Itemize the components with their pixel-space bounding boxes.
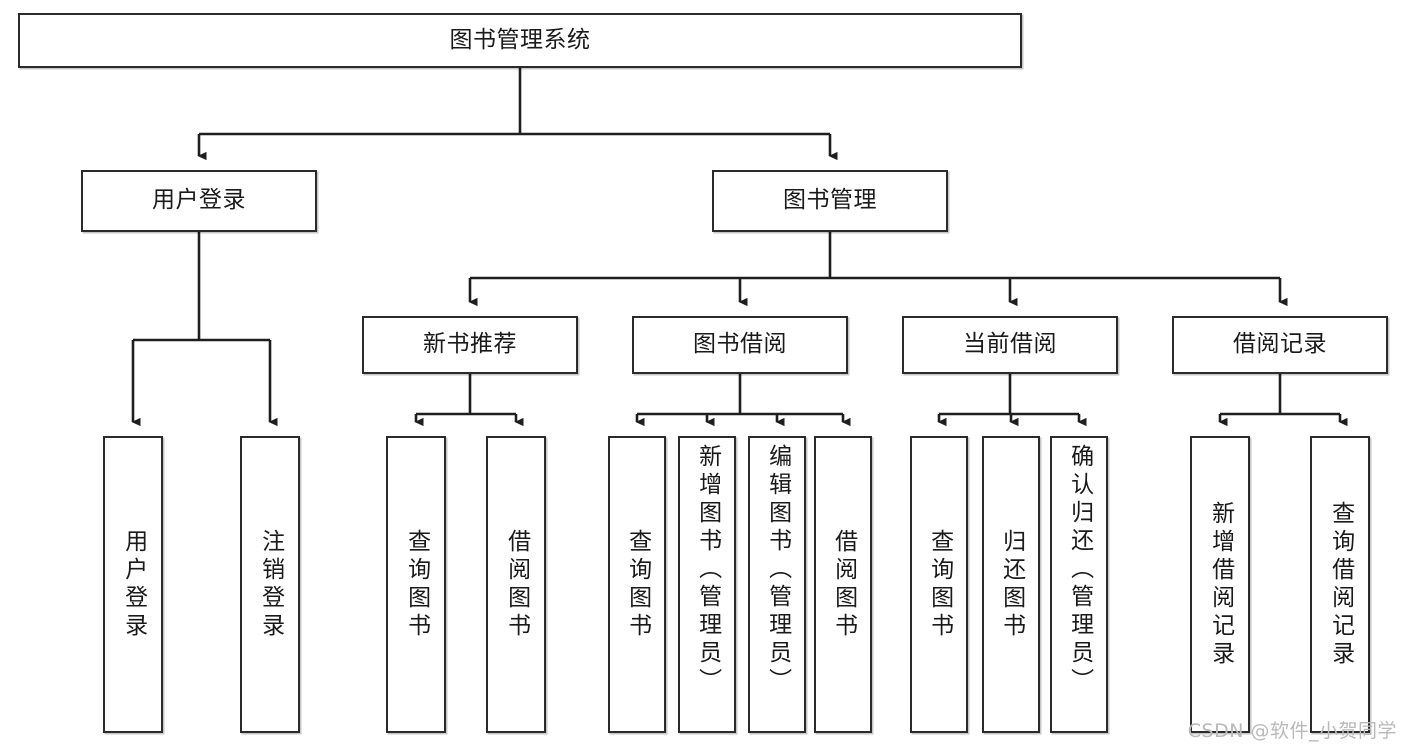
node-label: 查询借阅记录 xyxy=(1327,500,1354,669)
node-label: 用户登录 xyxy=(120,528,147,641)
leaf-node-edit-book-admin[interactable]: 编辑图书（管理员） xyxy=(748,436,806,733)
leaf-node-query-book-borrow[interactable]: 查询图书 xyxy=(608,436,666,733)
node-borrowing-record[interactable]: 借阅记录 xyxy=(1172,316,1388,374)
node-label: 查询图书 xyxy=(926,528,953,641)
leaf-node-query-book-current[interactable]: 查询图书 xyxy=(910,436,968,733)
node-label: 用户登录 xyxy=(152,187,246,214)
leaf-node-borrow-book-recommend[interactable]: 借阅图书 xyxy=(486,436,546,733)
leaf-node-query-book-recommend[interactable]: 查询图书 xyxy=(386,436,446,733)
leaf-node-query-borrow-record[interactable]: 查询借阅记录 xyxy=(1310,436,1370,733)
watermark-text: CSDN @软件_小贺同学 xyxy=(1187,720,1397,742)
leaf-node-borrow-book[interactable]: 借阅图书 xyxy=(814,436,872,733)
node-label: 注销登录 xyxy=(257,528,284,641)
node-label: 查询图书 xyxy=(403,528,430,641)
node-label: 图书管理 xyxy=(783,187,877,214)
node-label: 查询图书 xyxy=(624,528,651,641)
node-book-management[interactable]: 图书管理 xyxy=(712,170,948,232)
node-label: 编辑图书（管理员） xyxy=(764,444,791,696)
node-label: 新增图书（管理员） xyxy=(694,444,721,696)
leaf-node-confirm-return-admin[interactable]: 确认归还（管理员） xyxy=(1050,436,1108,733)
node-root-book-management-system[interactable]: 图书管理系统 xyxy=(18,13,1022,68)
node-label: 归还图书 xyxy=(998,528,1025,641)
node-new-book-recommendation[interactable]: 新书推荐 xyxy=(362,316,578,374)
leaf-node-add-book-admin[interactable]: 新增图书（管理员） xyxy=(678,436,736,733)
leaf-node-user-login[interactable]: 用户登录 xyxy=(103,436,163,733)
node-label: 借阅记录 xyxy=(1233,331,1327,358)
node-label: 新增借阅记录 xyxy=(1207,500,1234,669)
node-label: 借阅图书 xyxy=(503,528,530,641)
leaf-node-logout[interactable]: 注销登录 xyxy=(240,436,300,733)
node-label: 借阅图书 xyxy=(830,528,857,641)
node-book-borrowing[interactable]: 图书借阅 xyxy=(632,316,848,374)
node-label: 新书推荐 xyxy=(423,331,517,358)
node-user-login[interactable]: 用户登录 xyxy=(81,170,317,232)
node-label: 图书管理系统 xyxy=(449,26,591,53)
node-current-borrowing[interactable]: 当前借阅 xyxy=(902,316,1118,374)
node-label: 确认归还（管理员） xyxy=(1066,444,1093,696)
node-label: 当前借阅 xyxy=(963,331,1057,358)
node-label: 图书借阅 xyxy=(693,331,787,358)
leaf-node-add-borrow-record[interactable]: 新增借阅记录 xyxy=(1190,436,1250,733)
leaf-node-return-book[interactable]: 归还图书 xyxy=(982,436,1040,733)
